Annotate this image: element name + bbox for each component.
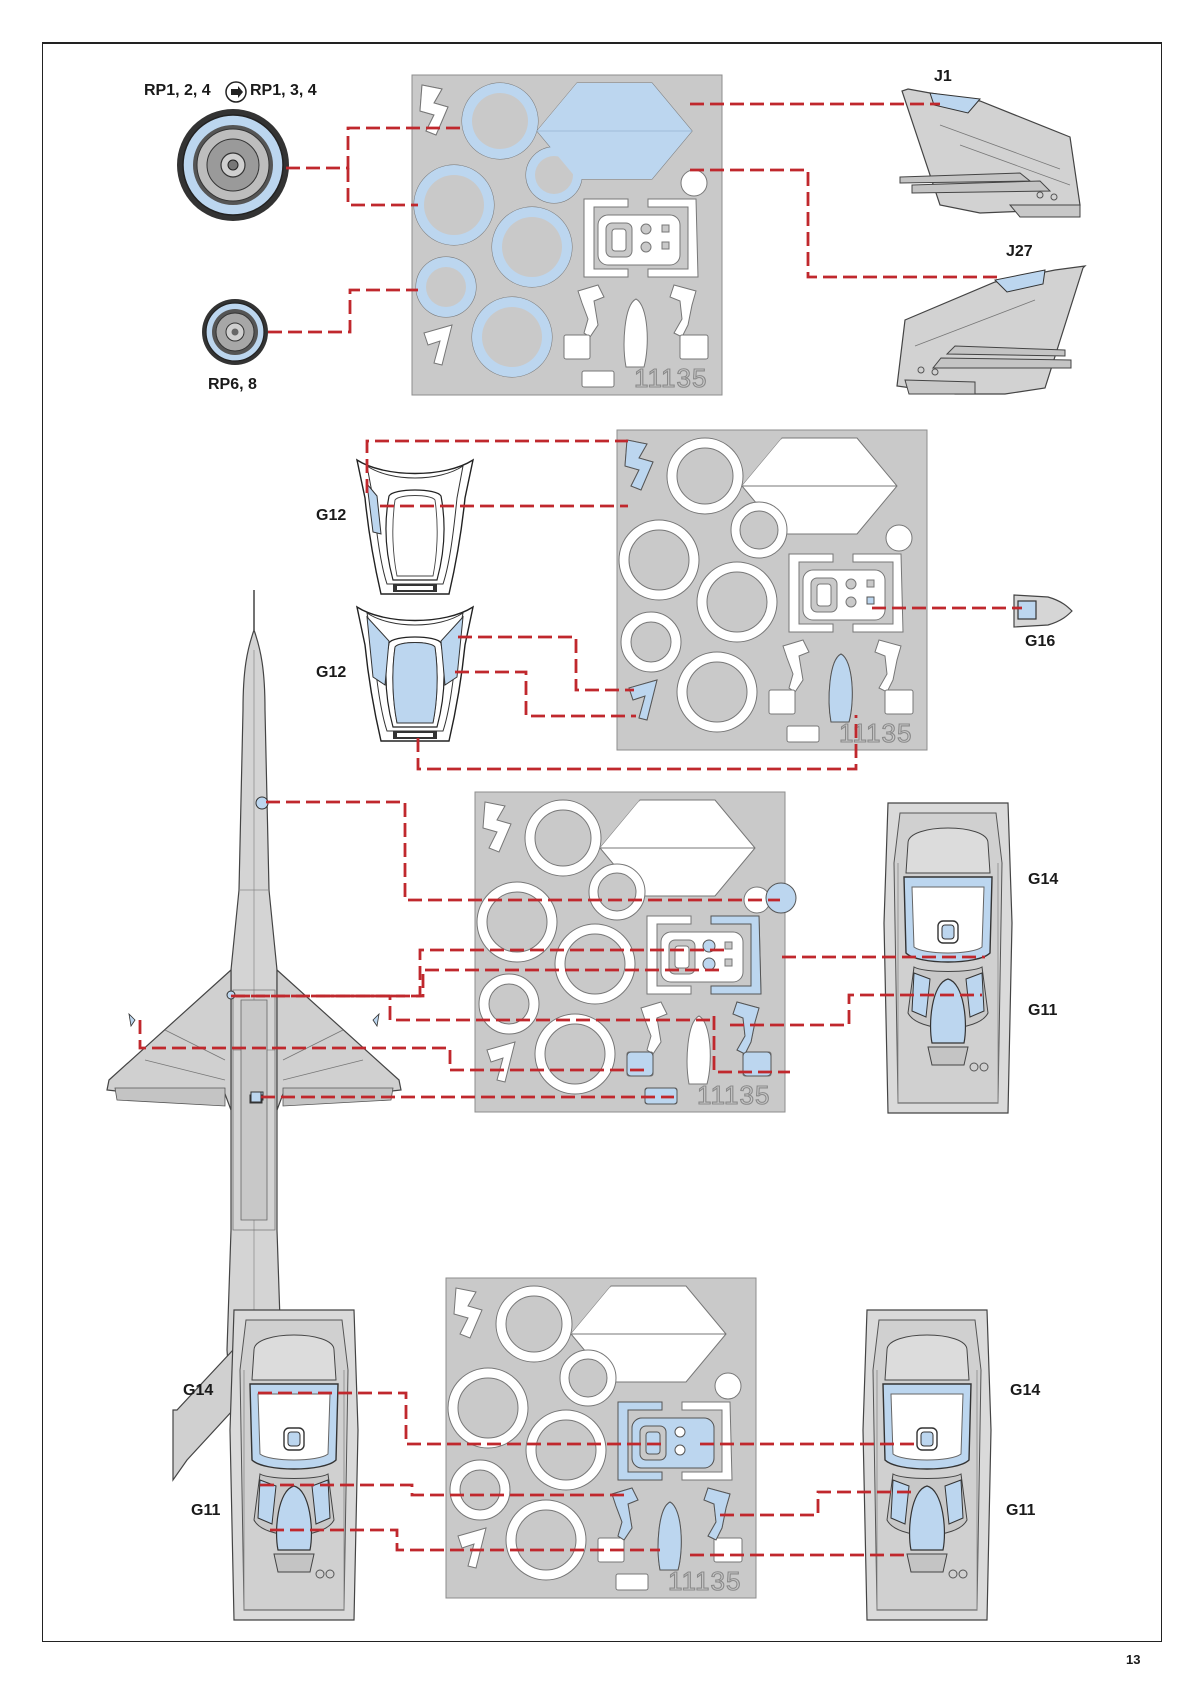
mask-sheet-number-4: 11135 — [668, 1566, 741, 1596]
canopy-label-upper: G12 — [316, 507, 346, 525]
mask-sheet-number-2: 11135 — [839, 718, 912, 748]
fin-label-j27: J27 — [1006, 243, 1033, 261]
mask-sheet-3: 11135 — [475, 792, 796, 1112]
large-wheel — [177, 109, 289, 221]
wheel-label-small: RP6, 8 — [208, 376, 257, 394]
cockpit-bottom-right — [863, 1310, 991, 1620]
rotate-arrow-icon — [226, 82, 246, 102]
fin-label-j1: J1 — [934, 68, 952, 86]
mask-sheet-1: 11135 — [412, 75, 722, 395]
canopy-frame-upper — [357, 460, 473, 594]
nose-part-label: G16 — [1025, 633, 1055, 651]
page-number: 13 — [1126, 1652, 1140, 1667]
tail-fin-j1 — [900, 89, 1080, 217]
bottom-left-label-g14: G14 — [183, 1382, 213, 1400]
cockpit-label-g11: G11 — [1028, 1002, 1057, 1020]
wheel-label-right: RP1, 3, 4 — [250, 82, 317, 100]
tail-fin-j27 — [897, 266, 1085, 394]
nose-part-g16 — [1014, 595, 1072, 627]
mask-sheet-number-3: 11135 — [697, 1080, 770, 1110]
cockpit-label-g14: G14 — [1028, 871, 1058, 889]
cockpit-bottom-left — [230, 1310, 358, 1620]
bottom-right-label-g11: G11 — [1006, 1502, 1035, 1520]
mask-sheet-2: 11135 — [617, 430, 927, 750]
wheel-label-left: RP1, 2, 4 — [144, 82, 211, 100]
bottom-right-label-g14: G14 — [1010, 1382, 1040, 1400]
mask-sheet-number: 11135 — [634, 363, 707, 393]
bottom-left-label-g11: G11 — [191, 1502, 220, 1520]
canopy-label-lower: G12 — [316, 664, 346, 682]
small-wheel — [202, 299, 268, 365]
canopy-frame-lower — [357, 607, 473, 741]
